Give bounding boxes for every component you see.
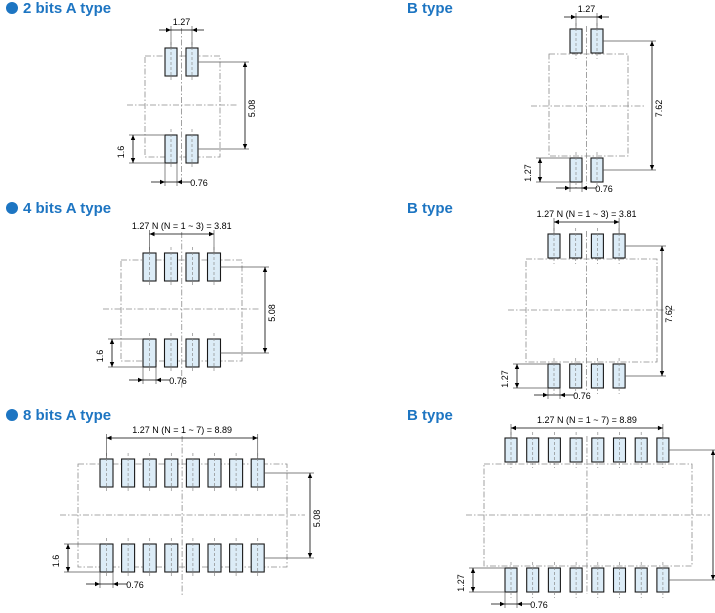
dimension-arrowhead xyxy=(470,568,476,573)
dimension-arrowhead xyxy=(65,544,71,549)
dimension-arrowhead xyxy=(130,158,136,163)
package-outline xyxy=(525,258,658,363)
dimension-arrowhead xyxy=(109,339,115,344)
heading-2bits-b: B type xyxy=(407,0,453,17)
package-outline xyxy=(548,53,629,157)
dimension-arrowhead xyxy=(242,62,248,67)
dimension-arrowhead xyxy=(242,144,248,149)
footprint-2bits-b: 7.62 1.27 0.76 1.27 xyxy=(523,4,664,194)
pad-width-label: 0.76 xyxy=(126,580,144,590)
heading-8bits-b: B type xyxy=(407,407,453,424)
pitch-span-label: 1.27 N (N = 1 ~ 3) = 3.81 xyxy=(132,221,232,231)
dimension-arrowhead xyxy=(262,348,268,353)
footprint-2bits-a: 5.08 1.6 0.76 1.27 xyxy=(116,17,257,188)
dimension-arrowhead xyxy=(113,581,118,587)
pitch-span-label: 1.27 N (N = 1 ~ 7) = 8.89 xyxy=(132,425,232,435)
dimension-arrowhead xyxy=(166,27,171,33)
pad-width-label: 0.76 xyxy=(190,178,208,188)
heading-4bits-b: B type xyxy=(407,200,453,217)
heading-8bits-a: 8 bits A type xyxy=(6,407,111,424)
heading-2bits-a: 2 bits A type xyxy=(6,0,111,17)
dimension-arrowhead xyxy=(614,219,620,225)
dimension-arrowhead xyxy=(192,27,197,33)
dimension-arrowhead xyxy=(209,231,214,237)
bullet-icon xyxy=(6,202,18,214)
pad-width-label: 0.76 xyxy=(530,600,548,610)
heading-4bits-a: 4 bits A type xyxy=(6,200,111,217)
pitch-span-label: 1.27 N (N = 1 ~ 7) = 8.89 xyxy=(537,415,637,425)
dimension-arrowhead xyxy=(470,587,476,592)
dimension-arrowhead xyxy=(537,158,543,163)
pitch-span-label: 1.27 xyxy=(578,4,596,14)
row-spacing-label: 5.08 xyxy=(312,510,322,528)
dimension-arrowhead xyxy=(252,435,258,441)
dimension-arrowhead xyxy=(560,392,565,398)
row-spacing-label: 5.08 xyxy=(267,304,277,322)
pad-length-label: 1.6 xyxy=(95,350,105,363)
dimension-arrowhead xyxy=(710,450,715,455)
heading-4bits-b-label: B type xyxy=(407,200,453,217)
dimension-arrowhead xyxy=(582,185,587,191)
row-spacing-label: 7.62 xyxy=(654,100,664,118)
package-outline xyxy=(483,463,693,567)
dimension-arrowhead xyxy=(106,435,112,441)
dimension-arrowhead xyxy=(149,231,155,237)
dimension-arrowhead xyxy=(156,377,161,383)
dimension-arrowhead xyxy=(554,219,559,225)
dimension-arrowhead xyxy=(649,165,655,170)
dimension-arrowhead xyxy=(537,177,543,182)
dimension-arrowhead xyxy=(710,575,715,580)
pad-width-label: 0.76 xyxy=(595,184,613,194)
pad-length-label: 1.6 xyxy=(116,146,126,159)
bullet-icon xyxy=(6,409,18,421)
dimension-arrowhead xyxy=(597,14,602,20)
dimension-arrowhead xyxy=(95,581,100,587)
dimension-arrowhead xyxy=(500,601,505,607)
dimension-arrowhead xyxy=(659,246,665,251)
heading-8bits-b-label: B type xyxy=(407,407,453,424)
dimension-arrowhead xyxy=(543,392,548,398)
row-spacing-label: 7.62 xyxy=(664,305,674,323)
bullet-icon xyxy=(6,2,18,14)
footprint-4bits-b: 7.62 1.27 0.76 1.27 N (N = 1 ~ 3) = 3.81 xyxy=(500,209,675,401)
dimension-arrowhead xyxy=(659,371,665,376)
dimension-arrowhead xyxy=(307,473,313,478)
footprint-8bits-a: 5.08 1.6 0.76 1.27 N (N = 1 ~ 7) = 8.89 xyxy=(51,425,322,595)
pitch-span-label: 1.27 N (N = 1 ~ 3) = 3.81 xyxy=(537,209,637,219)
footprint-4bits-a: 5.08 1.6 0.76 1.27 N (N = 1 ~ 3) = 3.81 xyxy=(95,221,277,389)
dimension-arrowhead xyxy=(177,179,182,185)
pad-length-label: 1.27 xyxy=(523,164,533,182)
pad-length-label: 1.27 xyxy=(456,574,466,592)
dimension-arrowhead xyxy=(514,364,520,369)
package-outline xyxy=(144,55,221,158)
footprint-8bits-b: 7.621.270.761.27 N (N = 1 ~ 7) = 8.89 xyxy=(456,415,715,610)
heading-2bits-b-label: B type xyxy=(407,0,453,17)
dimension-arrowhead xyxy=(511,425,516,431)
dimension-arrowhead xyxy=(565,185,570,191)
dimension-arrowhead xyxy=(307,553,313,558)
dimension-arrowhead xyxy=(514,383,520,388)
heading-2bits-a-label: 2 bits A type xyxy=(23,0,112,17)
pad-width-label: 0.76 xyxy=(169,376,187,386)
pad-length-label: 1.27 xyxy=(500,370,510,388)
dimension-arrowhead xyxy=(517,601,522,607)
dimension-arrowhead xyxy=(65,567,71,572)
dimension-arrowhead xyxy=(138,377,143,383)
dimension-arrowhead xyxy=(262,267,268,272)
dimension-arrowhead xyxy=(109,362,115,367)
dimension-arrowhead xyxy=(130,135,136,140)
pad-length-label: 1.6 xyxy=(51,555,61,568)
pad-width-label: 0.76 xyxy=(573,391,591,401)
pitch-span-label: 1.27 xyxy=(173,17,191,27)
dimension-arrowhead xyxy=(649,41,655,46)
dimension-arrowhead xyxy=(657,425,663,431)
heading-4bits-a-label: 4 bits A type xyxy=(23,200,112,217)
row-spacing-label: 5.08 xyxy=(247,100,257,118)
dimension-arrowhead xyxy=(160,179,165,185)
heading-8bits-a-label: 8 bits A type xyxy=(23,407,112,424)
dimension-arrowhead xyxy=(571,14,576,20)
